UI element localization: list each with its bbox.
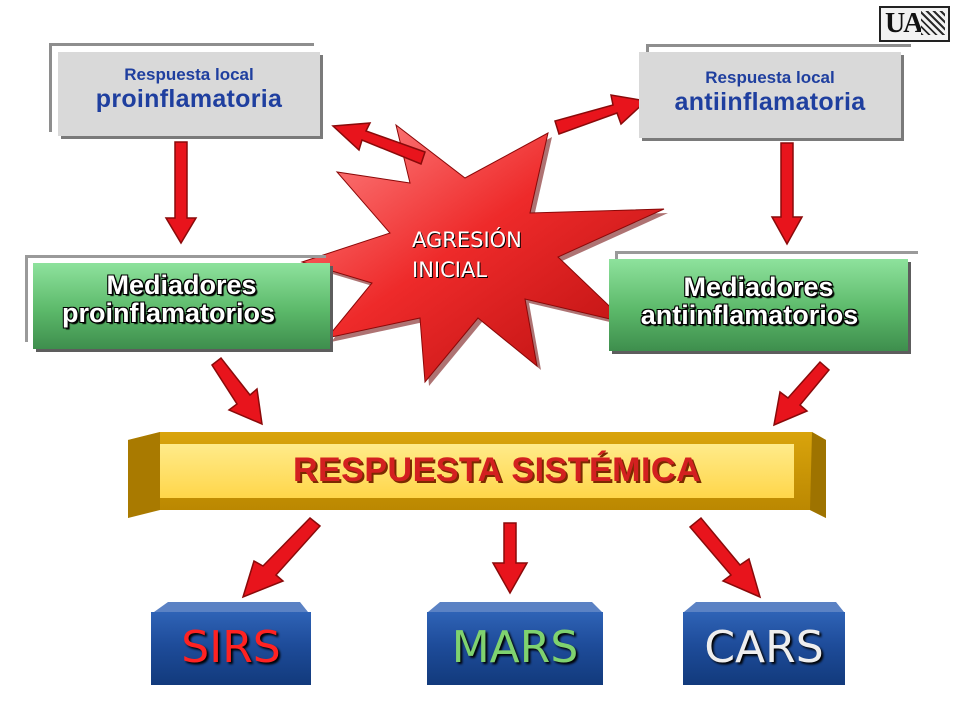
- mars-box-top: [428, 602, 602, 612]
- arrow-star-to-left: [331, 122, 426, 165]
- mars-box: MARS: [427, 612, 603, 685]
- local-proinflammatory-box: Respuesta local proinflamatoria: [58, 52, 320, 136]
- cars-box-top: [684, 602, 844, 612]
- antiinflammatory-mediators-line2: antiinflamatorios: [640, 300, 859, 330]
- arrow-bottom-left: [241, 516, 322, 599]
- antiinflammatory-mediators-box: Mediadores antiinflamatorios: [609, 259, 908, 351]
- arrow-bottom-middle: [491, 522, 529, 595]
- local-proinflammatory-line1: Respuesta local: [124, 65, 254, 84]
- arrow-left-mid-diag: [210, 356, 263, 426]
- systemic-response-label: RESPUESTA SISTÉMICA: [292, 451, 702, 489]
- arrow-star-to-right: [554, 94, 648, 135]
- mars-label: MARS: [451, 622, 579, 673]
- local-antiinflammatory-line2: antiinflamatoria: [674, 88, 866, 116]
- initial-aggression-star: [300, 123, 668, 386]
- antiinflammatory-mediators-line1: Mediadores: [683, 272, 834, 302]
- initial-aggression-label: AGRESIÓN INICIAL: [412, 225, 572, 285]
- ua-logo-mark: [921, 11, 945, 35]
- initial-aggression-line2: INICIAL: [412, 258, 488, 282]
- arrow-left-down-1: [164, 141, 198, 245]
- local-proinflammatory-frame: [49, 43, 314, 132]
- local-proinflammatory-line2: proinflamatoria: [95, 85, 283, 113]
- local-antiinflammatory-box: Respuesta local antiinflamatoria: [639, 52, 901, 138]
- sirs-box-top: [154, 602, 308, 612]
- sirs-box: SIRS: [151, 612, 311, 685]
- arrow-right-mid-diag: [773, 360, 831, 427]
- arrow-bottom-right: [688, 516, 762, 599]
- systemic-response-bar: [128, 432, 826, 518]
- cars-label: CARS: [704, 622, 824, 673]
- ua-logo-text: UA: [885, 8, 923, 39]
- arrow-right-down-1: [770, 142, 804, 246]
- proinflammatory-mediators-line1: Mediadores: [106, 270, 257, 300]
- local-antiinflammatory-line1: Respuesta local: [705, 68, 835, 87]
- sirs-label: SIRS: [181, 622, 281, 673]
- proinflammatory-mediators-frame: [25, 255, 326, 342]
- proinflammatory-mediators-box: Mediadores proinflamatorios: [33, 263, 330, 349]
- ua-logo: UA: [879, 6, 950, 42]
- arrows: [164, 94, 831, 599]
- cars-box: CARS: [683, 612, 845, 685]
- initial-aggression-line1: AGRESIÓN: [412, 228, 522, 252]
- proinflammatory-mediators-line2: proinflamatorios: [61, 298, 276, 328]
